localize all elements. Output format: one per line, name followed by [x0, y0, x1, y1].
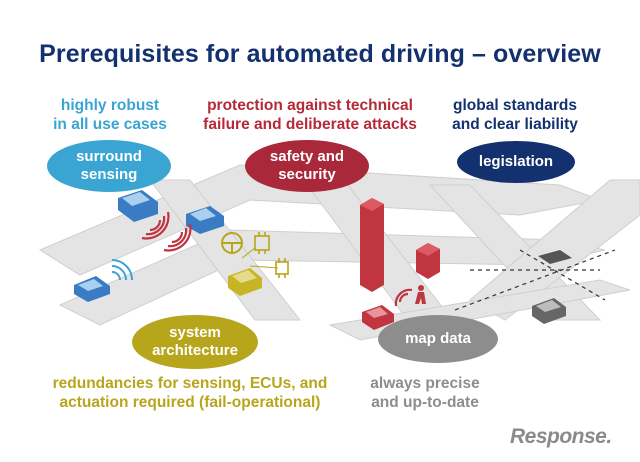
legislation-bubble: legislation — [457, 141, 575, 183]
sensor-waves-blue — [111, 259, 133, 281]
caption-line: always precise — [370, 375, 480, 392]
bubble-line: sensing — [80, 166, 138, 183]
caption-line: highly robust — [60, 97, 160, 114]
bubble-line: safety and — [269, 148, 345, 165]
car-blue-middle — [186, 206, 224, 234]
bubble-line: system — [169, 324, 221, 341]
truck-gray — [538, 250, 572, 264]
caption-line: failure and deliberate attacks — [203, 116, 417, 133]
bubble-line: map data — [405, 330, 471, 347]
caption-line: protection against technical — [207, 97, 413, 114]
car-blue-left — [74, 276, 110, 302]
pedestrian-icon — [415, 285, 426, 304]
caption-redundancies: redundancies for sensing, ECUs, and actu… — [30, 374, 350, 412]
car-gray — [532, 298, 566, 324]
bubble-line: surround — [76, 148, 142, 165]
caption-line: global standards — [452, 97, 578, 114]
caption-line: in all use cases — [53, 116, 167, 133]
ecu-chip-icon — [254, 232, 289, 278]
surround-sensing-bubble: surround sensing — [47, 140, 171, 192]
caption-line: and clear liability — [452, 116, 578, 133]
bubble-line: security — [278, 166, 336, 183]
car-red — [362, 305, 394, 330]
building-short — [416, 243, 440, 279]
car-blue-top — [118, 190, 158, 222]
lane-markings — [454, 249, 616, 311]
architecture-links — [241, 247, 279, 269]
caption-line: and up-to-date — [371, 394, 479, 411]
bubble-line: legislation — [478, 153, 554, 170]
system-architecture-bubble: system architecture — [132, 315, 258, 369]
safety-security-bubble: safety and security — [245, 140, 369, 192]
steering-wheel-icon — [221, 232, 243, 254]
caption-line: actuation required (fail-operational) — [59, 394, 321, 411]
caption-always-precise: always precise and up-to-date — [355, 374, 495, 412]
caption-protection: protection against technical failure and… — [190, 96, 430, 134]
caption-highly-robust: highly robust in all use cases — [30, 96, 190, 134]
sensor-waves-red — [141, 211, 413, 307]
bubble-line: architecture — [152, 342, 238, 359]
response-watermark-logo: Response. — [510, 425, 612, 448]
building-tall — [360, 198, 384, 292]
page-title: Prerequisites for automated driving – ov… — [39, 40, 601, 68]
map-data-bubble: map data — [378, 315, 498, 363]
caption-global-standards: global standards and clear liability — [430, 96, 600, 134]
caption-line: redundancies for sensing, ECUs, and — [52, 375, 328, 392]
car-olive — [228, 268, 262, 296]
